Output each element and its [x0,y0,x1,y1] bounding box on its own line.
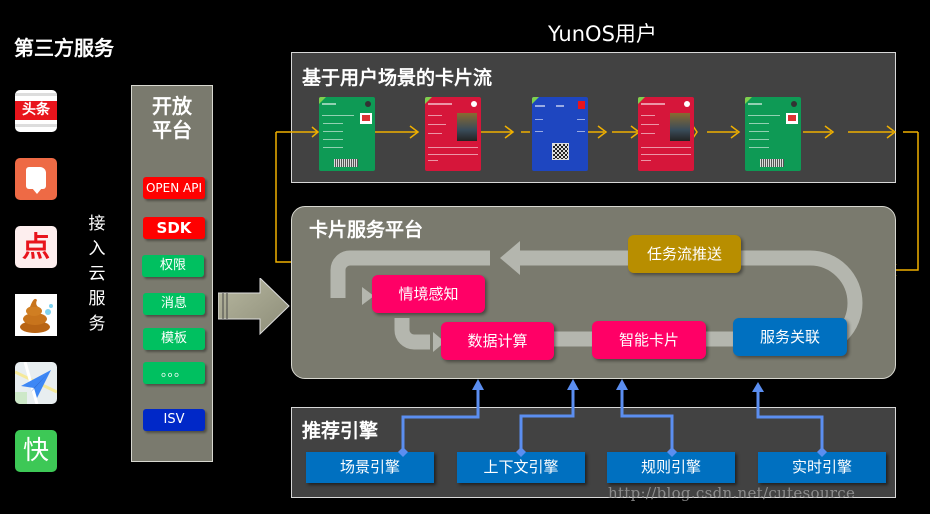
context-aware-node[interactable]: 情境感知 [372,275,485,313]
cloud-access-label: 接 入 云 服 务 [86,212,108,337]
access-char: 云 [88,264,106,284]
context-engine-button[interactable]: 上下文引擎 [457,452,585,483]
isv-button[interactable]: ISV [143,409,205,431]
kuai-app-icon[interactable]: 快 [15,430,57,472]
title-line: 平台 [152,118,192,142]
dianping-app-icon[interactable]: 点 [15,226,57,268]
connector-realtime [756,385,824,452]
map-app-icon[interactable] [15,362,57,404]
open-platform-title: 开放 平台 [132,94,212,142]
open-api-button[interactable]: OPEN API [143,177,205,199]
left-connector-line [275,132,291,263]
realtime-engine-button[interactable]: 实时引擎 [758,452,886,483]
access-char: 服 [88,289,106,309]
book-app-icon[interactable] [15,158,57,200]
loop-top-left [330,250,490,298]
yunos-user-title: YunOS用户 [548,22,657,46]
green-card[interactable] [319,97,375,171]
scene-engine-button[interactable]: 场景引擎 [306,452,434,483]
connector-context [519,382,575,452]
loop-arrowhead-context [362,287,374,305]
paper-plane-icon [15,362,57,404]
watermark-url: http://blog.csdn.net/cutesource [608,484,856,502]
access-char: 接 [88,214,106,234]
poop-icon [20,298,53,333]
template-button[interactable]: 模板 [143,328,205,350]
green-card[interactable] [745,97,801,171]
poop-app-icon[interactable] [15,294,57,336]
big-right-arrow-icon [218,278,290,336]
kuai-label: 快 [22,436,49,466]
toutiao-label: 头条 [15,101,57,120]
dianping-label: 点 [21,230,50,263]
loop-down-curve [394,318,430,350]
blue-card[interactable] [532,97,588,171]
recommend-engine-title: 推荐引擎 [302,420,379,442]
card-flow-title: 基于用户场景的卡片流 [302,67,493,89]
service-link-node[interactable]: 服务关联 [733,318,847,356]
access-char: 务 [88,314,106,334]
sdk-button[interactable]: SDK [143,217,205,239]
loop-arrowhead-compute [433,332,445,352]
smart-card-node[interactable]: 智能卡片 [592,321,706,359]
message-button[interactable]: 消息 [143,293,205,315]
connector-rule [620,382,674,452]
third-party-services-title: 第三方服务 [14,36,114,60]
title-line: 开放 [152,94,192,118]
toutiao-app-icon[interactable]: 头条 [15,90,57,132]
data-compute-node[interactable]: 数据计算 [441,322,554,360]
red-card[interactable] [638,97,694,171]
permission-button[interactable]: 权限 [142,255,204,277]
red-card[interactable] [425,97,481,171]
open-platform-panel: 开放 平台 OPEN API SDK 权限 消息 模板 。。。 ISV [131,85,213,462]
more-button[interactable]: 。。。 [143,362,205,384]
card-service-title: 卡片服务平台 [309,219,424,241]
connector-scene [401,382,480,452]
rule-engine-button[interactable]: 规则引擎 [607,452,735,483]
task-push-node[interactable]: 任务流推送 [628,235,741,273]
loop-arrowhead-left [500,241,520,275]
access-char: 入 [88,239,106,259]
